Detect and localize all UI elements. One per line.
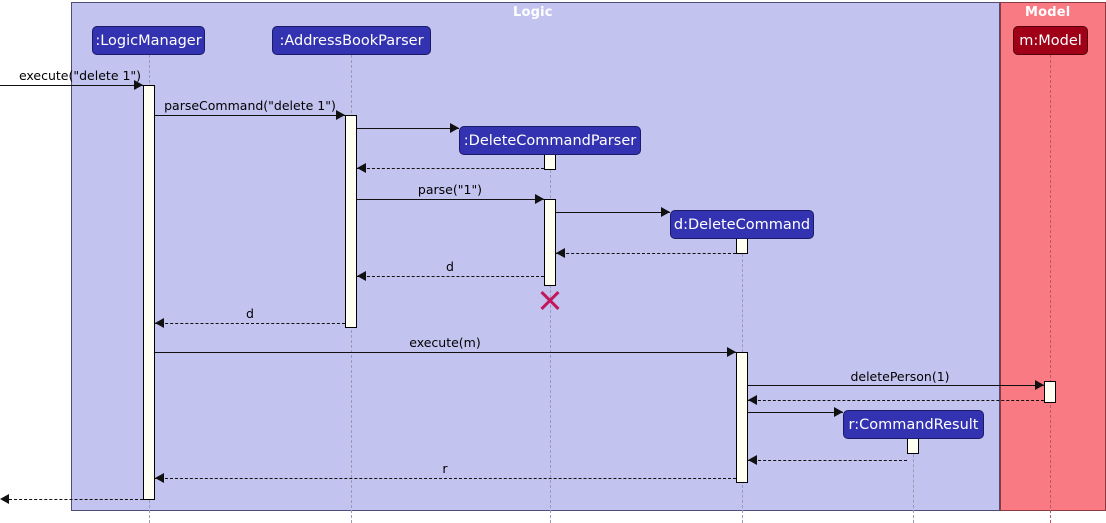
frame-model-title: Model — [1025, 5, 1071, 20]
participant-command-result[interactable]: r:CommandResult — [843, 410, 984, 439]
message-execute-delete-label: execute("delete 1") — [18, 68, 142, 83]
message-create-delete-command-arrowhead — [661, 207, 670, 217]
participant-delete-command[interactable]: d:DeleteCommand — [670, 210, 814, 239]
message-return-d-to-logic-label: d — [246, 306, 254, 321]
lifeline-model — [1050, 55, 1051, 523]
message-execute-m-arrowhead — [727, 347, 736, 357]
message-execute-m-label: execute(m) — [409, 335, 481, 350]
participant-address-book-parser-label: :AddressBookParser — [279, 32, 424, 49]
activation-delete-command-parser-2 — [544, 199, 556, 286]
message-parse-command-line — [155, 115, 345, 116]
lifeline-command-result — [913, 439, 914, 523]
message-create-delete-command-parser-line — [357, 128, 459, 129]
destroy-marker-delete-command-parser — [538, 288, 562, 312]
message-parse-command-arrowhead — [336, 110, 345, 120]
participant-delete-command-parser[interactable]: :DeleteCommandParser — [459, 126, 641, 155]
participant-model-label: m:Model — [1019, 32, 1082, 49]
message-return-delete-command-created-arrowhead — [556, 248, 565, 258]
message-create-command-result-line — [748, 412, 843, 413]
activation-model — [1044, 381, 1056, 403]
participant-delete-command-label: d:DeleteCommand — [673, 216, 811, 233]
message-parse-arrowhead — [535, 194, 544, 204]
message-return-delete-command-created-line — [556, 253, 736, 254]
message-execute-delete-arrowhead — [134, 80, 143, 90]
frame-model — [1000, 2, 1106, 511]
message-create-delete-command-line — [556, 212, 670, 213]
message-delete-person-line — [748, 385, 1044, 386]
frame-logic-title: Logic — [513, 5, 553, 20]
message-return-model-line — [748, 400, 1044, 401]
message-return-parser-created-arrowhead — [357, 163, 366, 173]
message-return-d-to-parser-arrowhead — [357, 271, 366, 281]
message-return-d-to-parser-line — [357, 276, 544, 277]
message-return-d-to-logic-arrowhead — [155, 318, 164, 328]
message-parse-label: parse("1") — [417, 182, 483, 197]
message-return-command-result-arrowhead — [748, 455, 757, 465]
participant-logic-manager-label: :LogicManager — [95, 32, 202, 49]
message-return-r-label: r — [442, 461, 448, 476]
message-delete-person-arrowhead — [1035, 380, 1044, 390]
message-return-d-to-logic-line — [155, 323, 345, 324]
participant-address-book-parser[interactable]: :AddressBookParser — [272, 26, 431, 55]
message-final-return-line — [9, 499, 143, 500]
message-return-model-arrowhead — [748, 395, 757, 405]
message-return-r-line — [155, 478, 736, 479]
message-return-command-result-line — [748, 460, 907, 461]
message-parse-command-label: parseCommand("delete 1") — [164, 98, 336, 113]
activation-delete-command-execute — [736, 352, 748, 483]
message-delete-person-label: deletePerson(1) — [850, 369, 950, 384]
activation-logic-manager — [143, 85, 155, 500]
message-final-return-arrowhead — [0, 494, 9, 504]
message-create-command-result-arrowhead — [834, 407, 843, 417]
participant-command-result-label: r:CommandResult — [848, 416, 979, 433]
message-execute-m-line — [155, 352, 736, 353]
message-parse-line — [357, 199, 544, 200]
message-return-d-to-parser-label: d — [446, 259, 454, 274]
message-execute-delete-line — [0, 85, 143, 86]
message-create-delete-command-parser-arrowhead — [450, 123, 459, 133]
participant-logic-manager[interactable]: :LogicManager — [92, 26, 205, 55]
message-return-parser-created-line — [357, 168, 544, 169]
participant-model[interactable]: m:Model — [1013, 26, 1088, 55]
activation-address-book-parser — [345, 115, 357, 328]
message-return-r-arrowhead — [155, 473, 164, 483]
participant-delete-command-parser-label: :DeleteCommandParser — [463, 132, 637, 149]
lifeline-delete-command-parser — [550, 155, 551, 523]
